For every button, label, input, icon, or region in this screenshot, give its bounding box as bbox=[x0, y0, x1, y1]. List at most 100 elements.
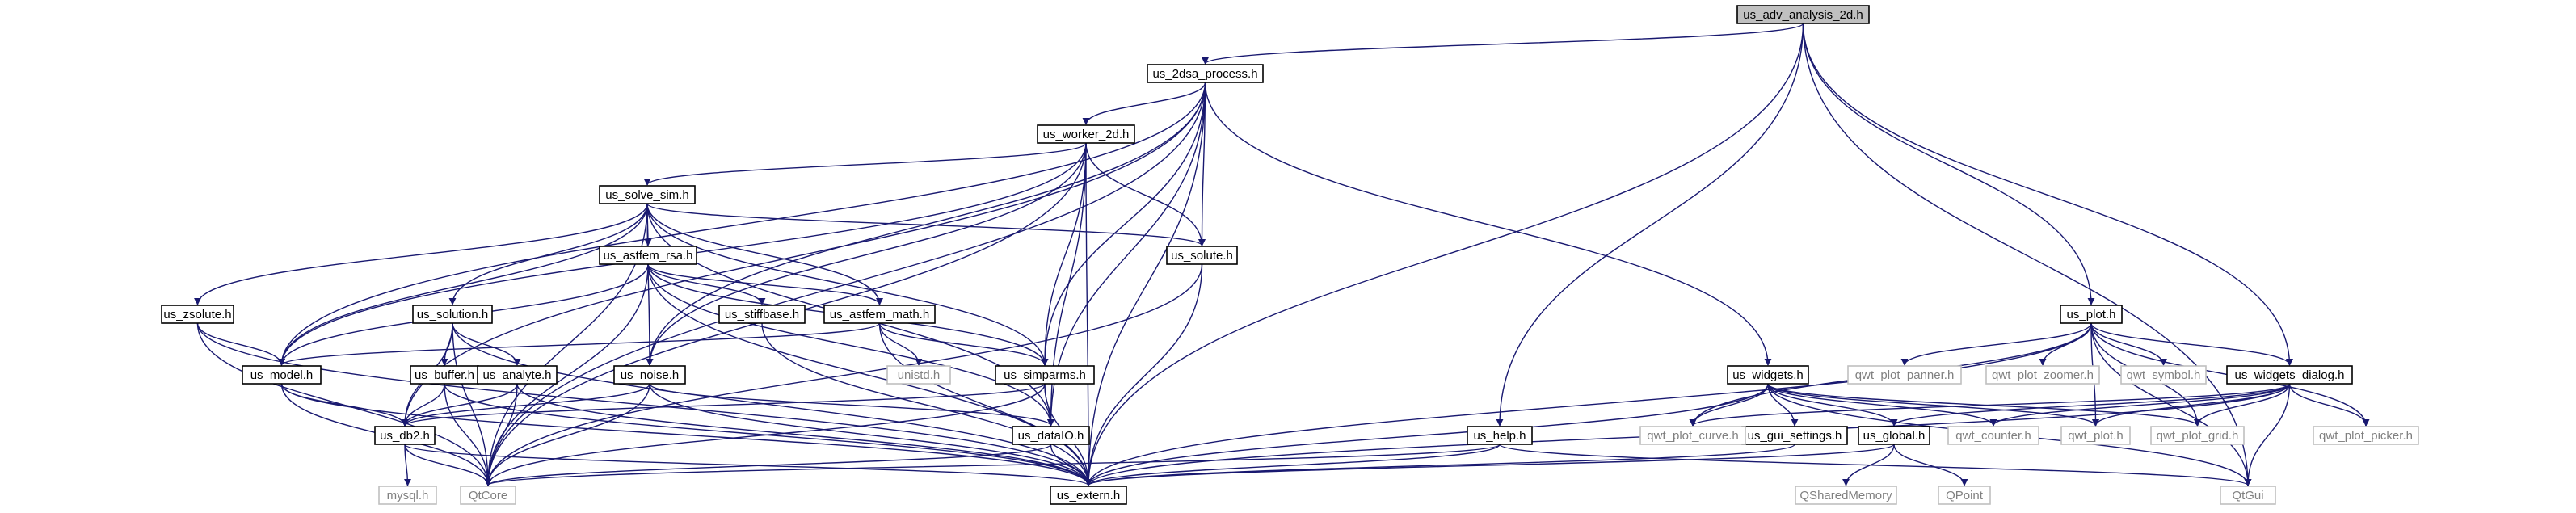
edge-us_solution-to-us_extern bbox=[452, 322, 1092, 486]
node-label: us_astfem_math.h bbox=[830, 308, 929, 322]
edge-us_2dsa_process-to-us_simparms bbox=[1041, 82, 1206, 366]
node-us-zsolute[interactable]: us_zsolute.h bbox=[161, 305, 234, 324]
node-label: us_dataIO.h bbox=[1018, 429, 1084, 443]
node-label: mysql.h bbox=[387, 489, 429, 502]
node-box bbox=[1847, 365, 1962, 385]
node-us-model[interactable]: us_model.h bbox=[242, 365, 322, 385]
edge-us_widgets-to-qwt_plot_curve bbox=[1689, 383, 1769, 427]
edge-us_solve_sim-to-us_noise bbox=[646, 203, 654, 366]
file-nodes: us_adv_analysis_2d.h us_2dsa_process.h us_… bbox=[161, 5, 2419, 505]
edge-us_2dsa_process-to-us_solute bbox=[1198, 82, 1206, 246]
node-box bbox=[2120, 365, 2207, 385]
edge-us_widgets-to-us_global bbox=[1767, 383, 1898, 427]
node-box bbox=[1147, 64, 1264, 83]
node-us-plot[interactable]: us_plot.h bbox=[2060, 305, 2123, 324]
node-us-simparms[interactable]: us_simparms.h bbox=[995, 365, 1095, 385]
node-us-solve-sim[interactable]: us_solve_sim.h bbox=[599, 185, 696, 204]
edge-us_help-to-us_extern bbox=[1084, 444, 1501, 486]
node-us-widgets[interactable]: us_widgets.h bbox=[1727, 365, 1809, 385]
edge-us_plot-to-qwt_symbol bbox=[2090, 322, 2167, 366]
node-us-widgets-dialog[interactable]: us_widgets_dialog.h bbox=[2226, 365, 2353, 385]
node-box bbox=[460, 486, 516, 505]
node-us-noise[interactable]: us_noise.h bbox=[613, 365, 686, 385]
node-us-worker-2d[interactable]: us_worker_2d.h bbox=[1037, 124, 1135, 144]
node-us-db2[interactable]: us_db2.h bbox=[374, 426, 436, 445]
edge-us_widgets_dialog-to-qwt_plot_grid bbox=[2194, 383, 2291, 427]
node-box bbox=[242, 365, 322, 385]
node-box bbox=[2060, 305, 2123, 324]
edge-us_2dsa_process-to-us_db2 bbox=[401, 82, 1206, 427]
node-label: us_2dsa_process.h bbox=[1152, 67, 1257, 81]
node-box bbox=[2150, 426, 2245, 445]
edge-us_astfem_math-to-us_model bbox=[278, 322, 881, 366]
edge-us_worker_2d-to-us_solute bbox=[1085, 142, 1206, 246]
edge-us_solute-to-us_extern bbox=[1084, 263, 1203, 486]
edge-us_solution-to-us_buffer bbox=[440, 322, 453, 366]
node-us-stiffbase[interactable]: us_stiffbase.h bbox=[718, 305, 806, 324]
node-us-gui-settings[interactable]: us_gui_settings.h bbox=[1741, 426, 1848, 445]
edge-us_astfem_rsa-to-us_stiffbase bbox=[647, 263, 766, 305]
node-us-astfem-rsa[interactable]: us_astfem_rsa.h bbox=[599, 246, 697, 265]
node-qwt-plot-panner: qwt_plot_panner.h bbox=[1847, 365, 1962, 385]
node-us-buffer[interactable]: us_buffer.h bbox=[410, 365, 479, 385]
node-us-dataIO[interactable]: us_dataIO.h bbox=[1012, 426, 1090, 445]
edge-us_solve_sim-to-us_model bbox=[278, 203, 648, 366]
node-box bbox=[2060, 426, 2131, 445]
node-label: QtCore bbox=[469, 489, 507, 502]
edge-us_solute-to-QtCore bbox=[484, 263, 1203, 486]
edge-us_2dsa_process-to-us_extern bbox=[1084, 82, 1206, 486]
edge-us_model-to-us_db2 bbox=[280, 383, 409, 427]
edge-us_db2-to-mysql bbox=[403, 444, 411, 486]
node-label: us_buffer.h bbox=[415, 368, 474, 382]
node-us-global[interactable]: us_global.h bbox=[1858, 426, 1930, 445]
node-label: us_solve_sim.h bbox=[605, 188, 688, 202]
node-us-help[interactable]: us_help.h bbox=[1467, 426, 1533, 445]
node-box bbox=[1037, 124, 1135, 144]
edge-us_model-to-us_extern bbox=[280, 383, 1092, 486]
node-label: us_plot.h bbox=[2067, 308, 2116, 322]
node-box bbox=[718, 305, 806, 324]
edge-us_dataIO-to-QtCore bbox=[484, 444, 1052, 486]
node-label: qwt_counter.h bbox=[1955, 429, 2031, 443]
node-box bbox=[1858, 426, 1930, 445]
edge-us_noise-to-QtCore bbox=[484, 383, 650, 486]
node-label: qwt_plot_curve.h bbox=[1647, 429, 1738, 443]
edge-us_gui_settings-to-us_extern bbox=[1084, 444, 1795, 486]
edge-us_widgets-to-us_extern bbox=[1084, 383, 1769, 486]
node-us-adv-analysis-2d[interactable]: us_adv_analysis_2d.h bbox=[1736, 5, 1870, 24]
node-box bbox=[1938, 486, 1991, 505]
node-label: us_help.h bbox=[1473, 429, 1526, 443]
node-mysql: mysql.h bbox=[378, 486, 437, 505]
edge-us_widgets_dialog-to-qwt_plot_picker bbox=[2288, 383, 2370, 427]
edge-us_plot-to-QtGui bbox=[2090, 322, 2252, 486]
edge-us_analyte-to-us_extern bbox=[516, 383, 1092, 486]
node-box bbox=[1795, 486, 1897, 505]
edge-us_noise-to-us_extern bbox=[649, 383, 1092, 486]
node-label: us_extern.h bbox=[1057, 489, 1120, 502]
node-us-2dsa-process[interactable]: us_2dsa_process.h bbox=[1147, 64, 1264, 83]
node-us-solution[interactable]: us_solution.h bbox=[412, 305, 493, 324]
node-unistd: unistd.h bbox=[886, 365, 951, 385]
edge-us_adv_analysis_2d-to-us_plot bbox=[1802, 23, 2095, 305]
node-box bbox=[823, 305, 936, 324]
node-label: us_solution.h bbox=[417, 308, 488, 322]
node-label: us_solute.h bbox=[1171, 249, 1233, 263]
edge-us_solve_sim-to-us_zsolute bbox=[194, 203, 648, 305]
node-label: qwt_plot_grid.h bbox=[2157, 429, 2239, 443]
node-us-astfem-math[interactable]: us_astfem_math.h bbox=[823, 305, 936, 324]
edge-us_worker_2d-to-us_noise bbox=[646, 142, 1087, 366]
node-label: us_gui_settings.h bbox=[1748, 429, 1842, 443]
node-us-extern[interactable]: us_extern.h bbox=[1050, 486, 1127, 505]
edge-us_plot-to-qwt_plot_panner bbox=[1900, 322, 2092, 366]
edge-us_global-to-us_extern bbox=[1084, 444, 1895, 486]
edge-us_db2-to-QtCore bbox=[404, 444, 492, 486]
node-us-analyte[interactable]: us_analyte.h bbox=[477, 365, 558, 385]
edge-us_astfem_math-to-unistd bbox=[878, 322, 923, 366]
edge-us_plot-to-us_widgets_dialog bbox=[2090, 322, 2293, 366]
node-qwt-plot-grid: qwt_plot_grid.h bbox=[2150, 426, 2245, 445]
edge-us_worker_2d-to-us_simparms bbox=[1041, 142, 1087, 366]
node-us-solute[interactable]: us_solute.h bbox=[1166, 246, 1238, 265]
edge-us_widgets_dialog-to-us_global bbox=[1890, 383, 2291, 427]
dependency-edges bbox=[194, 23, 2370, 486]
